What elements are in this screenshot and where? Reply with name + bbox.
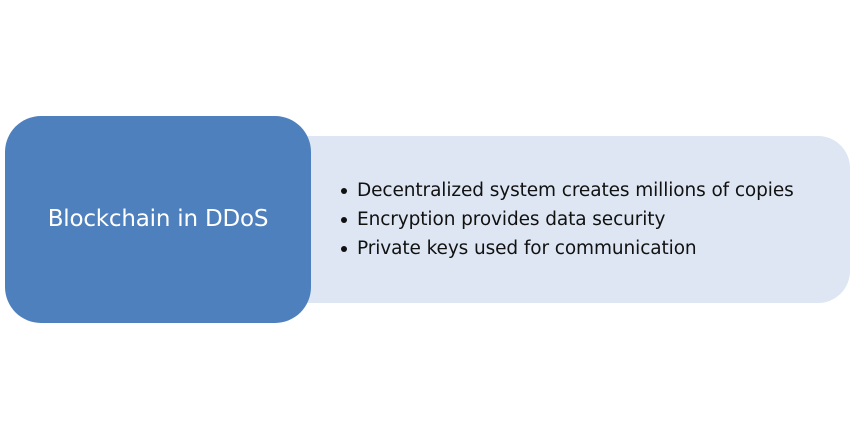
bullet-text: Private keys used for communication: [357, 238, 697, 259]
bullet-dot-icon: [341, 245, 347, 252]
bullet-item: Private keys used for communication: [338, 234, 794, 263]
diagram-title: Blockchain in DDoS: [47, 205, 269, 232]
bullet-dot-icon: [341, 216, 347, 223]
bullet-text: Encryption provides data security: [357, 209, 666, 230]
bullet-item: Encryption provides data security: [338, 205, 794, 234]
title-box: Blockchain in DDoS: [5, 116, 311, 323]
bullet-text: Decentralized system creates millions of…: [357, 180, 794, 201]
detail-panel: [270, 136, 850, 303]
bullet-item: Decentralized system creates millions of…: [338, 176, 794, 205]
bullet-dot-icon: [341, 187, 347, 194]
bullet-list: Decentralized system creates millions of…: [338, 176, 794, 263]
